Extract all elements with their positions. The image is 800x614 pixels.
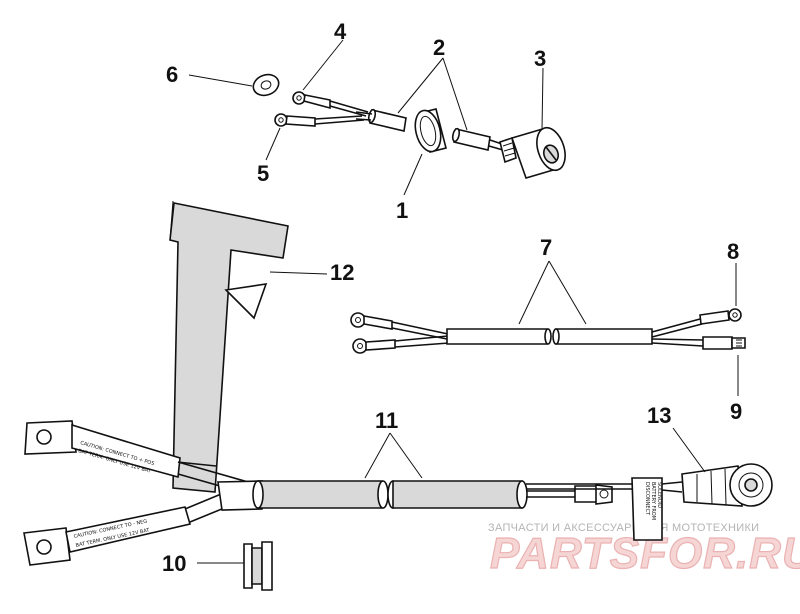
leaders-harness	[518, 260, 739, 396]
watermark: ЗАПЧАСТИ И АКСЕССУАРЫ ДЛЯ МОТОТЕХНИКИ PA…	[488, 522, 800, 579]
harness-lead	[350, 308, 746, 354]
sleeve-right	[451, 127, 506, 151]
upper-terminal-wire	[292, 91, 369, 117]
disconnect-line3: SOLENOID	[656, 482, 662, 508]
callout-8: 8	[727, 239, 739, 264]
callout-1: 1	[396, 198, 408, 223]
nut-part	[252, 73, 280, 97]
callout-10: 10	[162, 551, 186, 576]
callout-12: 12	[330, 260, 354, 285]
callout-9: 9	[730, 399, 742, 424]
leaders-decal	[269, 271, 328, 275]
callout-6: 6	[166, 62, 178, 87]
leaders-cables	[364, 427, 706, 479]
callout-5: 5	[257, 161, 269, 186]
disconnect-line1: DISCONNECT	[644, 482, 650, 516]
callout-2: 2	[433, 35, 445, 60]
callout-7: 7	[540, 235, 552, 260]
callout-11: 11	[375, 408, 398, 433]
callout-13: 13	[647, 403, 671, 428]
callout-3: 3	[534, 46, 546, 71]
watermark-tagline: ЗАПЧАСТИ И АКСЕССУАРЫ ДЛЯ МОТОТЕХНИКИ	[488, 522, 759, 534]
grommet-part	[243, 541, 273, 591]
warning-decal	[169, 200, 289, 493]
watermark-brand: PARTSFOR.RU	[490, 529, 800, 578]
lower-terminal-wire	[274, 113, 365, 127]
switch-assembly	[252, 73, 566, 179]
leaders-top	[188, 39, 544, 196]
disconnect-line2: BATTERY FROM	[650, 482, 656, 520]
bezel-ring	[414, 108, 447, 153]
switch-body	[499, 126, 566, 179]
sleeve-left	[355, 108, 407, 132]
callout-4: 4	[334, 19, 347, 44]
